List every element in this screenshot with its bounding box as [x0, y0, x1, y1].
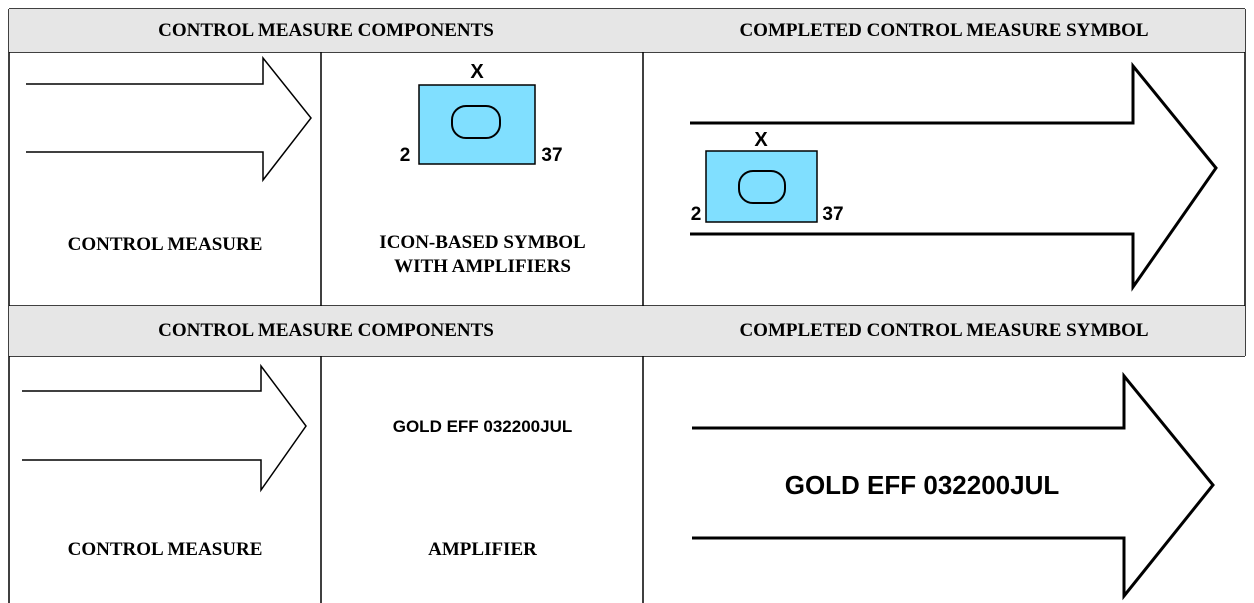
header-components-2: CONTROL MEASURE COMPONENTS [9, 306, 643, 356]
completed-arrow-2 [692, 371, 1215, 601]
caption-amplifier: AMPLIFIER [428, 539, 537, 560]
amplifier-2-label: 2 [399, 145, 411, 166]
completed-amplifier-2-label: 2 [690, 204, 702, 225]
icon-symbol-completed-1 [705, 150, 818, 223]
completed-arrow-1 [690, 61, 1218, 292]
header-completed-1: COMPLETED CONTROL MEASURE SYMBOL [643, 9, 1245, 52]
icon-rounded-rect [451, 105, 501, 139]
control-measure-arrow-2 [22, 363, 307, 493]
completed-amplifier-text: GOLD EFF 032200JUL [784, 469, 1060, 500]
caption-control-measure-1: CONTROL MEASURE [67, 234, 263, 255]
control-measure-arrow-1 [26, 55, 312, 183]
completed-amplifier-37-label: 37 [822, 204, 844, 225]
caption-icon-based-symbol: ICON-BASED SYMBOL WITH AMPLIFIERS [379, 232, 586, 277]
header-components-1: CONTROL MEASURE COMPONENTS [9, 9, 643, 52]
icon-symbol-1 [418, 84, 536, 165]
completed-amplifier-x-label: X [754, 128, 768, 151]
amplifier-x-label: X [470, 60, 484, 83]
amplifier-text: GOLD EFF 032200JUL [392, 417, 573, 436]
caption-control-measure-2: CONTROL MEASURE [67, 539, 263, 560]
header-completed-2: COMPLETED CONTROL MEASURE SYMBOL [643, 306, 1245, 356]
amplifier-37-label: 37 [541, 145, 563, 166]
